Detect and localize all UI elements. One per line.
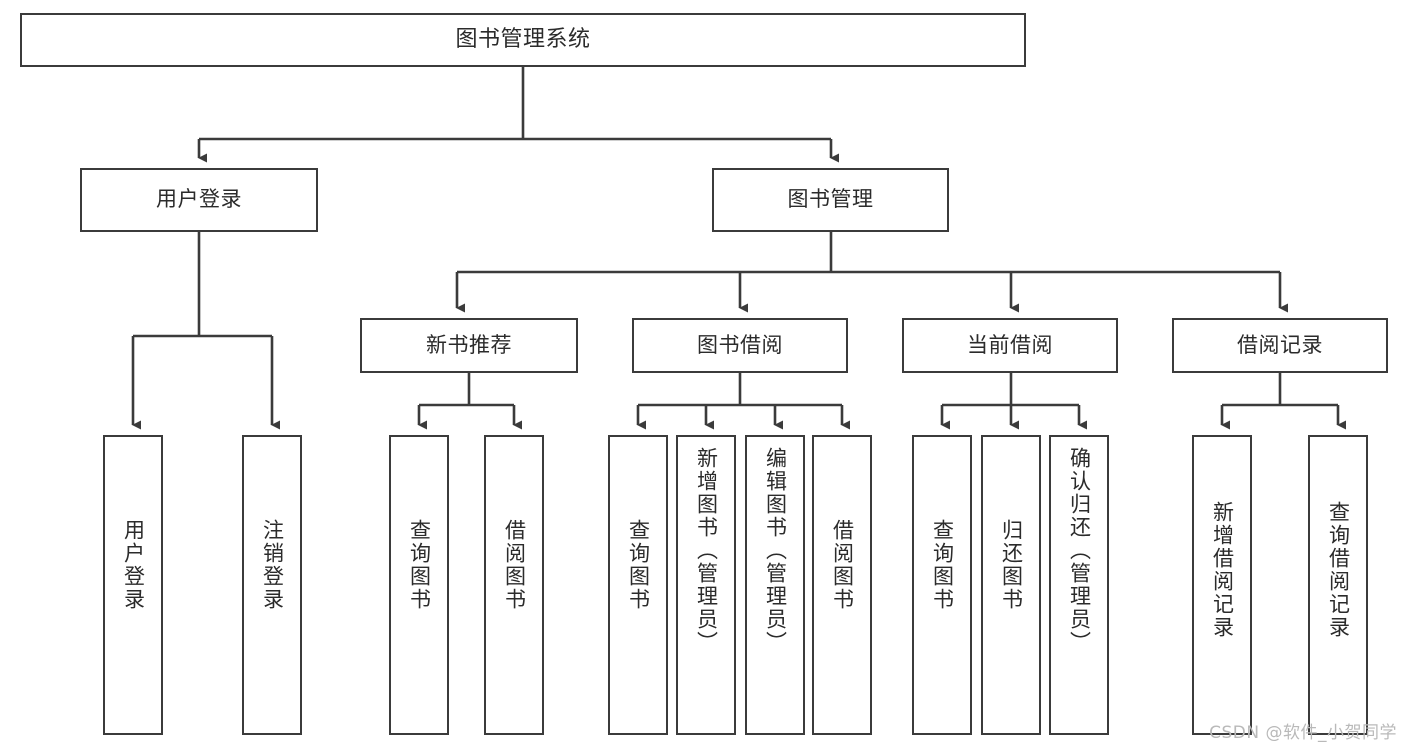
node-new-book-recommend[interactable]: 新书推荐 xyxy=(360,318,578,373)
node-label: 借阅图书 xyxy=(502,519,527,611)
node-label: 用户登录 xyxy=(156,187,242,212)
node-label: 新书推荐 xyxy=(426,332,512,357)
node-label: 图书管理 xyxy=(787,187,874,212)
node-label: 查询图书 xyxy=(930,519,955,611)
leaf-edit-book-admin[interactable]: 编辑图书（管理员） xyxy=(745,435,805,735)
node-current-borrow[interactable]: 当前借阅 xyxy=(902,318,1118,373)
node-label: 图书管理系统 xyxy=(455,26,591,52)
node-label: 用户登录 xyxy=(121,519,146,611)
leaf-add-borrow-record[interactable]: 新增借阅记录 xyxy=(1192,435,1252,735)
node-label: 当前借阅 xyxy=(967,332,1053,357)
node-label: 确认归还（管理员） xyxy=(1067,447,1092,654)
leaf-return-book[interactable]: 归还图书 xyxy=(981,435,1041,735)
watermark-text: CSDN @软件_小贺同学 xyxy=(1209,723,1397,743)
leaf-borrow-book[interactable]: 借阅图书 xyxy=(812,435,872,735)
node-borrow-record[interactable]: 借阅记录 xyxy=(1172,318,1388,373)
node-label: 新增图书（管理员） xyxy=(694,447,719,654)
leaf-query-borrow-record[interactable]: 查询借阅记录 xyxy=(1308,435,1368,735)
node-root-system[interactable]: 图书管理系统 xyxy=(20,13,1026,67)
node-label: 查询借阅记录 xyxy=(1326,501,1351,639)
leaf-logout[interactable]: 注销登录 xyxy=(242,435,302,735)
leaf-borrow-book-new[interactable]: 借阅图书 xyxy=(484,435,544,735)
leaf-query-book-current[interactable]: 查询图书 xyxy=(912,435,972,735)
leaf-user-login[interactable]: 用户登录 xyxy=(103,435,163,735)
leaf-query-book-borrow[interactable]: 查询图书 xyxy=(608,435,668,735)
node-label: 新增借阅记录 xyxy=(1210,501,1235,639)
leaf-add-book-admin[interactable]: 新增图书（管理员） xyxy=(676,435,736,735)
node-label: 借阅记录 xyxy=(1237,332,1323,357)
node-book-borrow[interactable]: 图书借阅 xyxy=(632,318,848,373)
node-label: 归还图书 xyxy=(999,519,1024,611)
node-label: 借阅图书 xyxy=(830,519,855,611)
node-book-management[interactable]: 图书管理 xyxy=(712,168,949,232)
node-user-login[interactable]: 用户登录 xyxy=(80,168,318,232)
leaf-query-book-new[interactable]: 查询图书 xyxy=(389,435,449,735)
node-label: 注销登录 xyxy=(260,519,285,611)
node-label: 图书借阅 xyxy=(697,332,783,357)
node-label: 查询图书 xyxy=(407,519,432,611)
node-label: 查询图书 xyxy=(626,519,651,611)
node-label: 编辑图书（管理员） xyxy=(763,447,788,654)
leaf-confirm-return-admin[interactable]: 确认归还（管理员） xyxy=(1049,435,1109,735)
